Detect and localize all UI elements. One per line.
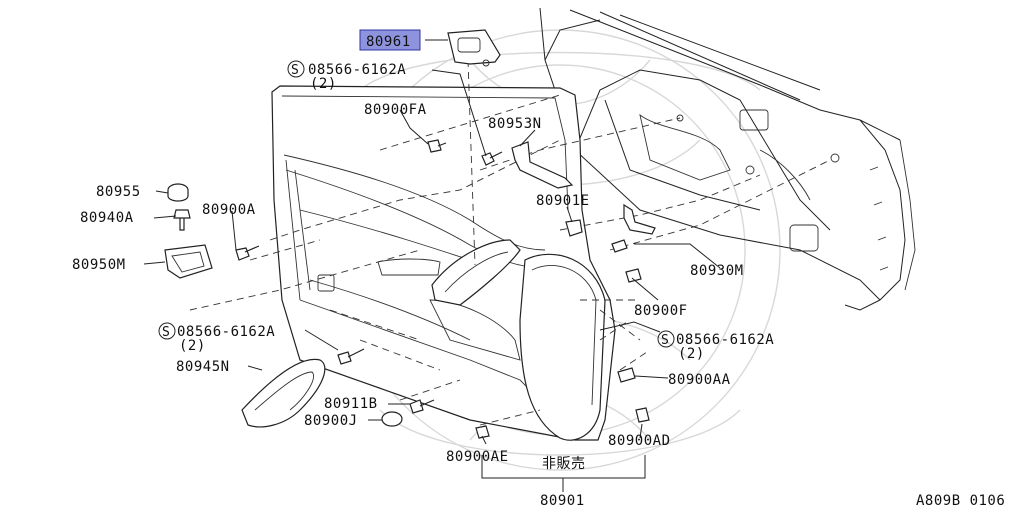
standard-part-symbols: S S S — [158, 60, 675, 348]
standard-part-symbol-top — [287, 60, 305, 78]
callout-80900ae[interactable]: 80900AE — [446, 449, 509, 465]
standard-part-symbol-left — [158, 322, 176, 340]
clip-e-part — [565, 219, 583, 237]
callout-screw-right[interactable]: 08566-6162A — [676, 332, 774, 348]
standard-part-symbol-top-letter: S — [291, 63, 299, 78]
bracket-m-part — [623, 203, 656, 235]
switch-bezel-part — [447, 29, 501, 67]
clip-b-part — [409, 399, 435, 414]
door-inner-frame — [539, 7, 916, 311]
clip-j-part — [381, 411, 403, 427]
callout-80950m[interactable]: 80950M — [72, 257, 126, 273]
clip-f-part — [625, 268, 642, 283]
standard-part-symbol-right — [657, 330, 675, 348]
callout-screw-top-qty: (2) — [310, 76, 337, 92]
screw-left-part — [337, 348, 365, 365]
callout-80911b[interactable]: 80911B — [324, 396, 378, 412]
clip-aa-part — [617, 367, 636, 383]
callout-80930m[interactable]: 80930M — [690, 263, 744, 279]
screw-top-part — [481, 151, 503, 166]
assembly-guide-lines — [189, 59, 831, 426]
small-parts — [164, 29, 656, 439]
callout-80900j[interactable]: 80900J — [304, 413, 358, 429]
callout-not-for-sale: 非販売 — [542, 456, 586, 472]
callout-screw-left[interactable]: 08566-6162A — [177, 324, 275, 340]
callout-80900a[interactable]: 80900A — [202, 202, 256, 218]
grommet-part — [173, 209, 191, 231]
door-trim-panel — [271, 85, 616, 441]
clip-m-part — [611, 239, 628, 253]
clip-fa-part — [427, 139, 447, 153]
callout-80945n[interactable]: 80945N — [176, 359, 230, 375]
callout-screw-right-qty: (2) — [678, 346, 705, 362]
pull-handle-part — [241, 358, 326, 428]
clip-ad-part — [635, 407, 650, 423]
callout-80900f[interactable]: 80900F — [634, 303, 688, 319]
callout-80901e[interactable]: 80901E — [536, 193, 590, 209]
callout-80955[interactable]: 80955 — [96, 184, 141, 200]
escutcheon-part — [164, 244, 213, 279]
callout-80901[interactable]: 80901 — [540, 493, 585, 509]
callout-80961[interactable]: 80961 — [366, 34, 411, 50]
callout-80940a[interactable]: 80940A — [80, 210, 134, 226]
callout-80900fa[interactable]: 80900FA — [364, 102, 427, 118]
standard-part-symbol-right-letter: S — [661, 333, 669, 348]
callout-80953n[interactable]: 80953N — [488, 116, 542, 132]
callout-screw-left-qty: (2) — [179, 338, 206, 354]
leader-lines — [143, 39, 721, 492]
drawing-code: A809B 0106 — [916, 493, 1005, 509]
callout-screw-top[interactable]: 08566-6162A — [308, 62, 406, 78]
clip-ae-part — [475, 425, 490, 439]
standard-part-symbol-left-letter: S — [162, 325, 170, 340]
cap-part — [167, 183, 189, 202]
callout-highlight-box — [359, 29, 421, 51]
bracket-n-part — [511, 141, 574, 189]
callout-80900ad[interactable]: 80900AD — [608, 433, 671, 449]
clip-a-part — [235, 245, 260, 261]
callout-80900aa[interactable]: 80900AA — [668, 372, 731, 388]
